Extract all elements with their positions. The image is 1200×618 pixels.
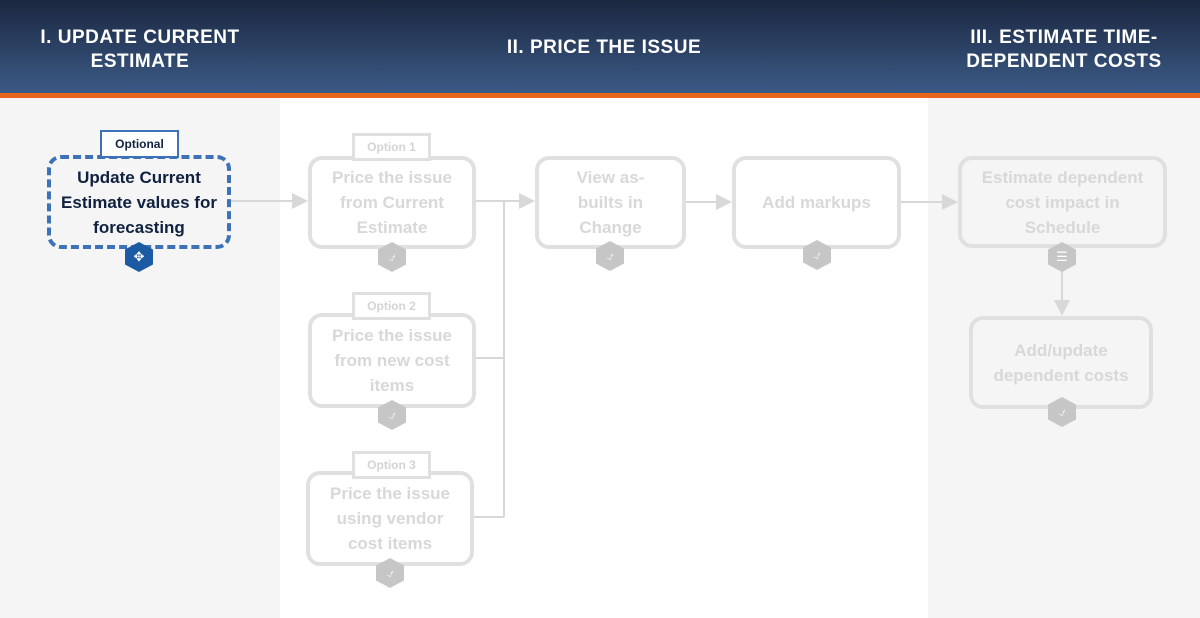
step-update-current-estimate[interactable]: Update Current Estimate values for forec… xyxy=(47,155,231,249)
navigation-icon: ✥ xyxy=(125,242,153,272)
header-bar xyxy=(0,0,1200,93)
phase-2-panel xyxy=(280,98,928,618)
phase-1-title: I. UPDATE CURRENT ESTIMATE xyxy=(40,27,240,72)
step-label: Add markups xyxy=(762,193,871,212)
phase-3-panel xyxy=(928,98,1200,618)
phase-3-title: III. ESTIMATE TIME-DEPENDENT COSTS xyxy=(966,27,1162,72)
step-label: Add/update dependent costs xyxy=(993,340,1129,385)
phase-2-title: II. PRICE THE ISSUE xyxy=(506,37,702,58)
step-option-3[interactable]: Price the issue using vendor cost items xyxy=(306,471,474,566)
step-label: Price the issue from new cost items xyxy=(331,326,452,395)
optional-tag: Optional xyxy=(100,130,179,158)
step-add-markups[interactable]: Add markups xyxy=(732,156,901,249)
step-label: Price the issue using vendor cost items xyxy=(329,484,450,553)
estimate-icon: ⍻ xyxy=(803,240,831,270)
step-option-1[interactable]: Price the issue from Current Estimate xyxy=(308,156,476,249)
step-label: Estimate dependent cost impact in Schedu… xyxy=(981,167,1144,237)
option-3-tag: Option 3 xyxy=(352,451,431,479)
step-estimate-dependent-cost[interactable]: Estimate dependent cost impact in Schedu… xyxy=(958,156,1167,248)
step-label: Update Current Estimate values for forec… xyxy=(61,167,217,237)
step-add-update-dependent-costs[interactable]: Add/update dependent costs xyxy=(969,316,1153,409)
step-option-2[interactable]: Price the issue from new cost items xyxy=(308,313,476,408)
header-accent-line xyxy=(0,93,1200,98)
option-1-tag: Option 1 xyxy=(352,133,431,161)
estimate-icon: ⍻ xyxy=(596,241,624,271)
step-label: View as-builts in Change xyxy=(576,168,645,237)
step-label: Price the issue from Current Estimate xyxy=(331,168,452,237)
option-2-tag: Option 2 xyxy=(352,292,431,320)
step-view-asbuilts[interactable]: View as-builts in Change xyxy=(535,156,686,249)
phase-1-panel xyxy=(0,98,280,618)
